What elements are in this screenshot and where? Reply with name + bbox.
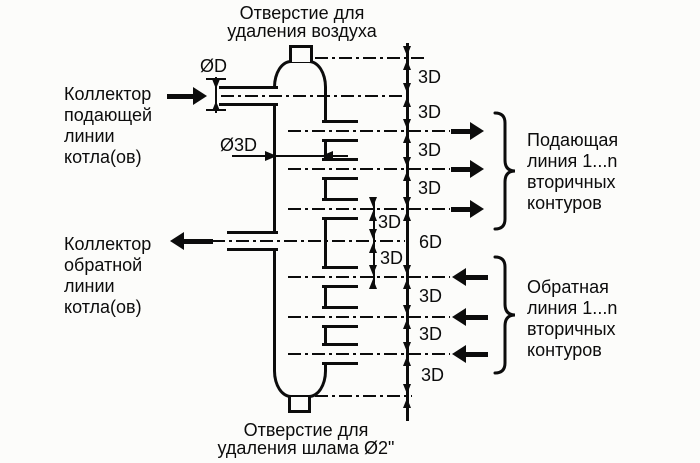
dim-label-segment-7: 3D bbox=[419, 324, 443, 344]
dim-label-segment-1: 3D bbox=[418, 67, 442, 87]
return-out-arrow-icon bbox=[170, 232, 214, 250]
arrow-shaft bbox=[465, 314, 488, 320]
dim-tick bbox=[369, 229, 378, 253]
centerline-supply-port-3 bbox=[288, 208, 450, 210]
arrow-shaft bbox=[465, 351, 488, 357]
dim-tick bbox=[403, 83, 412, 107]
return-circuits-label: Обратная линия 1...n вторичных контуров bbox=[527, 277, 618, 360]
arrow-shaft bbox=[451, 206, 471, 212]
arrowhead-right-icon bbox=[265, 151, 277, 161]
arrow-head bbox=[470, 122, 484, 140]
arrow-shaft bbox=[451, 166, 471, 172]
air-vent-nozzle bbox=[289, 45, 313, 62]
dim-label-segment-5: 6D bbox=[419, 232, 443, 252]
centerline-supply-port-1 bbox=[288, 130, 450, 132]
centerline-return-port-1 bbox=[288, 276, 450, 278]
return-circuits-brace-icon bbox=[493, 255, 516, 375]
secondary-return-arrow-3-icon bbox=[452, 345, 496, 363]
arrowhead-up-icon bbox=[212, 101, 220, 111]
centerline-return-collector bbox=[212, 240, 405, 242]
dim-tick bbox=[403, 305, 412, 329]
arrow-head bbox=[452, 345, 466, 363]
sludge-drain-title: Отверстие для удаления шлама Ø2" bbox=[217, 420, 395, 458]
dim-label-segment-8: 3D bbox=[421, 365, 445, 385]
arrow-shaft bbox=[183, 238, 213, 244]
main-dimension-line bbox=[406, 43, 409, 421]
dim-tick bbox=[403, 119, 412, 143]
nozzle-diameter-label: ØD bbox=[200, 56, 227, 76]
dim-tick bbox=[369, 197, 378, 221]
dim-tick bbox=[403, 46, 412, 70]
nozzle-diameter-line bbox=[215, 77, 217, 113]
vessel-diameter-line bbox=[232, 155, 348, 157]
dim-tick bbox=[403, 342, 412, 366]
arrow-head bbox=[170, 232, 184, 250]
arrow-shaft bbox=[451, 128, 471, 134]
dim-label-inner-1: 3D bbox=[378, 212, 402, 232]
return-collector-label: Коллектор обратной линии котла(ов) bbox=[64, 234, 152, 317]
supply-in-arrow-icon bbox=[167, 87, 211, 105]
dim-label-segment-4: 3D bbox=[418, 178, 442, 198]
dim-tick bbox=[403, 197, 412, 221]
arrowhead-down-icon bbox=[212, 79, 220, 89]
centerline-return-port-3 bbox=[288, 353, 450, 355]
centerline-supply-collector bbox=[221, 95, 407, 97]
dim-tick bbox=[403, 265, 412, 289]
arrow-head bbox=[452, 308, 466, 326]
arrow-shaft bbox=[167, 93, 194, 99]
arrow-head bbox=[193, 87, 207, 105]
supply-collector-label: Коллектор подающей линии котла(ов) bbox=[64, 84, 153, 167]
arrow-head bbox=[470, 160, 484, 178]
dim-label-segment-2: 3D bbox=[418, 102, 442, 122]
centerline-top bbox=[315, 57, 425, 59]
separator-vessel-body bbox=[273, 60, 327, 398]
secondary-supply-arrow-3-icon bbox=[451, 200, 495, 218]
dim-tick bbox=[369, 265, 378, 289]
arrowhead-left-icon bbox=[321, 151, 333, 161]
centerline-return-port-2 bbox=[288, 316, 450, 318]
sludge-drain-nozzle bbox=[288, 397, 311, 413]
supply-circuits-brace-icon bbox=[493, 111, 516, 231]
dim-label-segment-6: 3D bbox=[419, 286, 443, 306]
dim-label-segment-3: 3D bbox=[418, 140, 442, 160]
secondary-return-arrow-1-icon bbox=[452, 268, 496, 286]
dim-tick bbox=[403, 157, 412, 181]
arrow-shaft bbox=[465, 274, 488, 280]
secondary-supply-arrow-2-icon bbox=[451, 160, 495, 178]
vessel-diameter-label: Ø3D bbox=[220, 135, 258, 155]
dim-label-inner-2: 3D bbox=[380, 248, 404, 268]
supply-circuits-label: Подающая линия 1...n вторичных контуров bbox=[527, 130, 619, 213]
arrow-head bbox=[452, 268, 466, 286]
centerline-bottom bbox=[315, 395, 412, 397]
centerline-supply-port-2 bbox=[288, 168, 450, 170]
secondary-return-arrow-2-icon bbox=[452, 308, 496, 326]
air-vent-title: Отверстие для удаления воздуха bbox=[227, 3, 377, 41]
secondary-supply-arrow-1-icon bbox=[451, 122, 495, 140]
dim-tick bbox=[403, 384, 412, 408]
arrow-head bbox=[470, 200, 484, 218]
